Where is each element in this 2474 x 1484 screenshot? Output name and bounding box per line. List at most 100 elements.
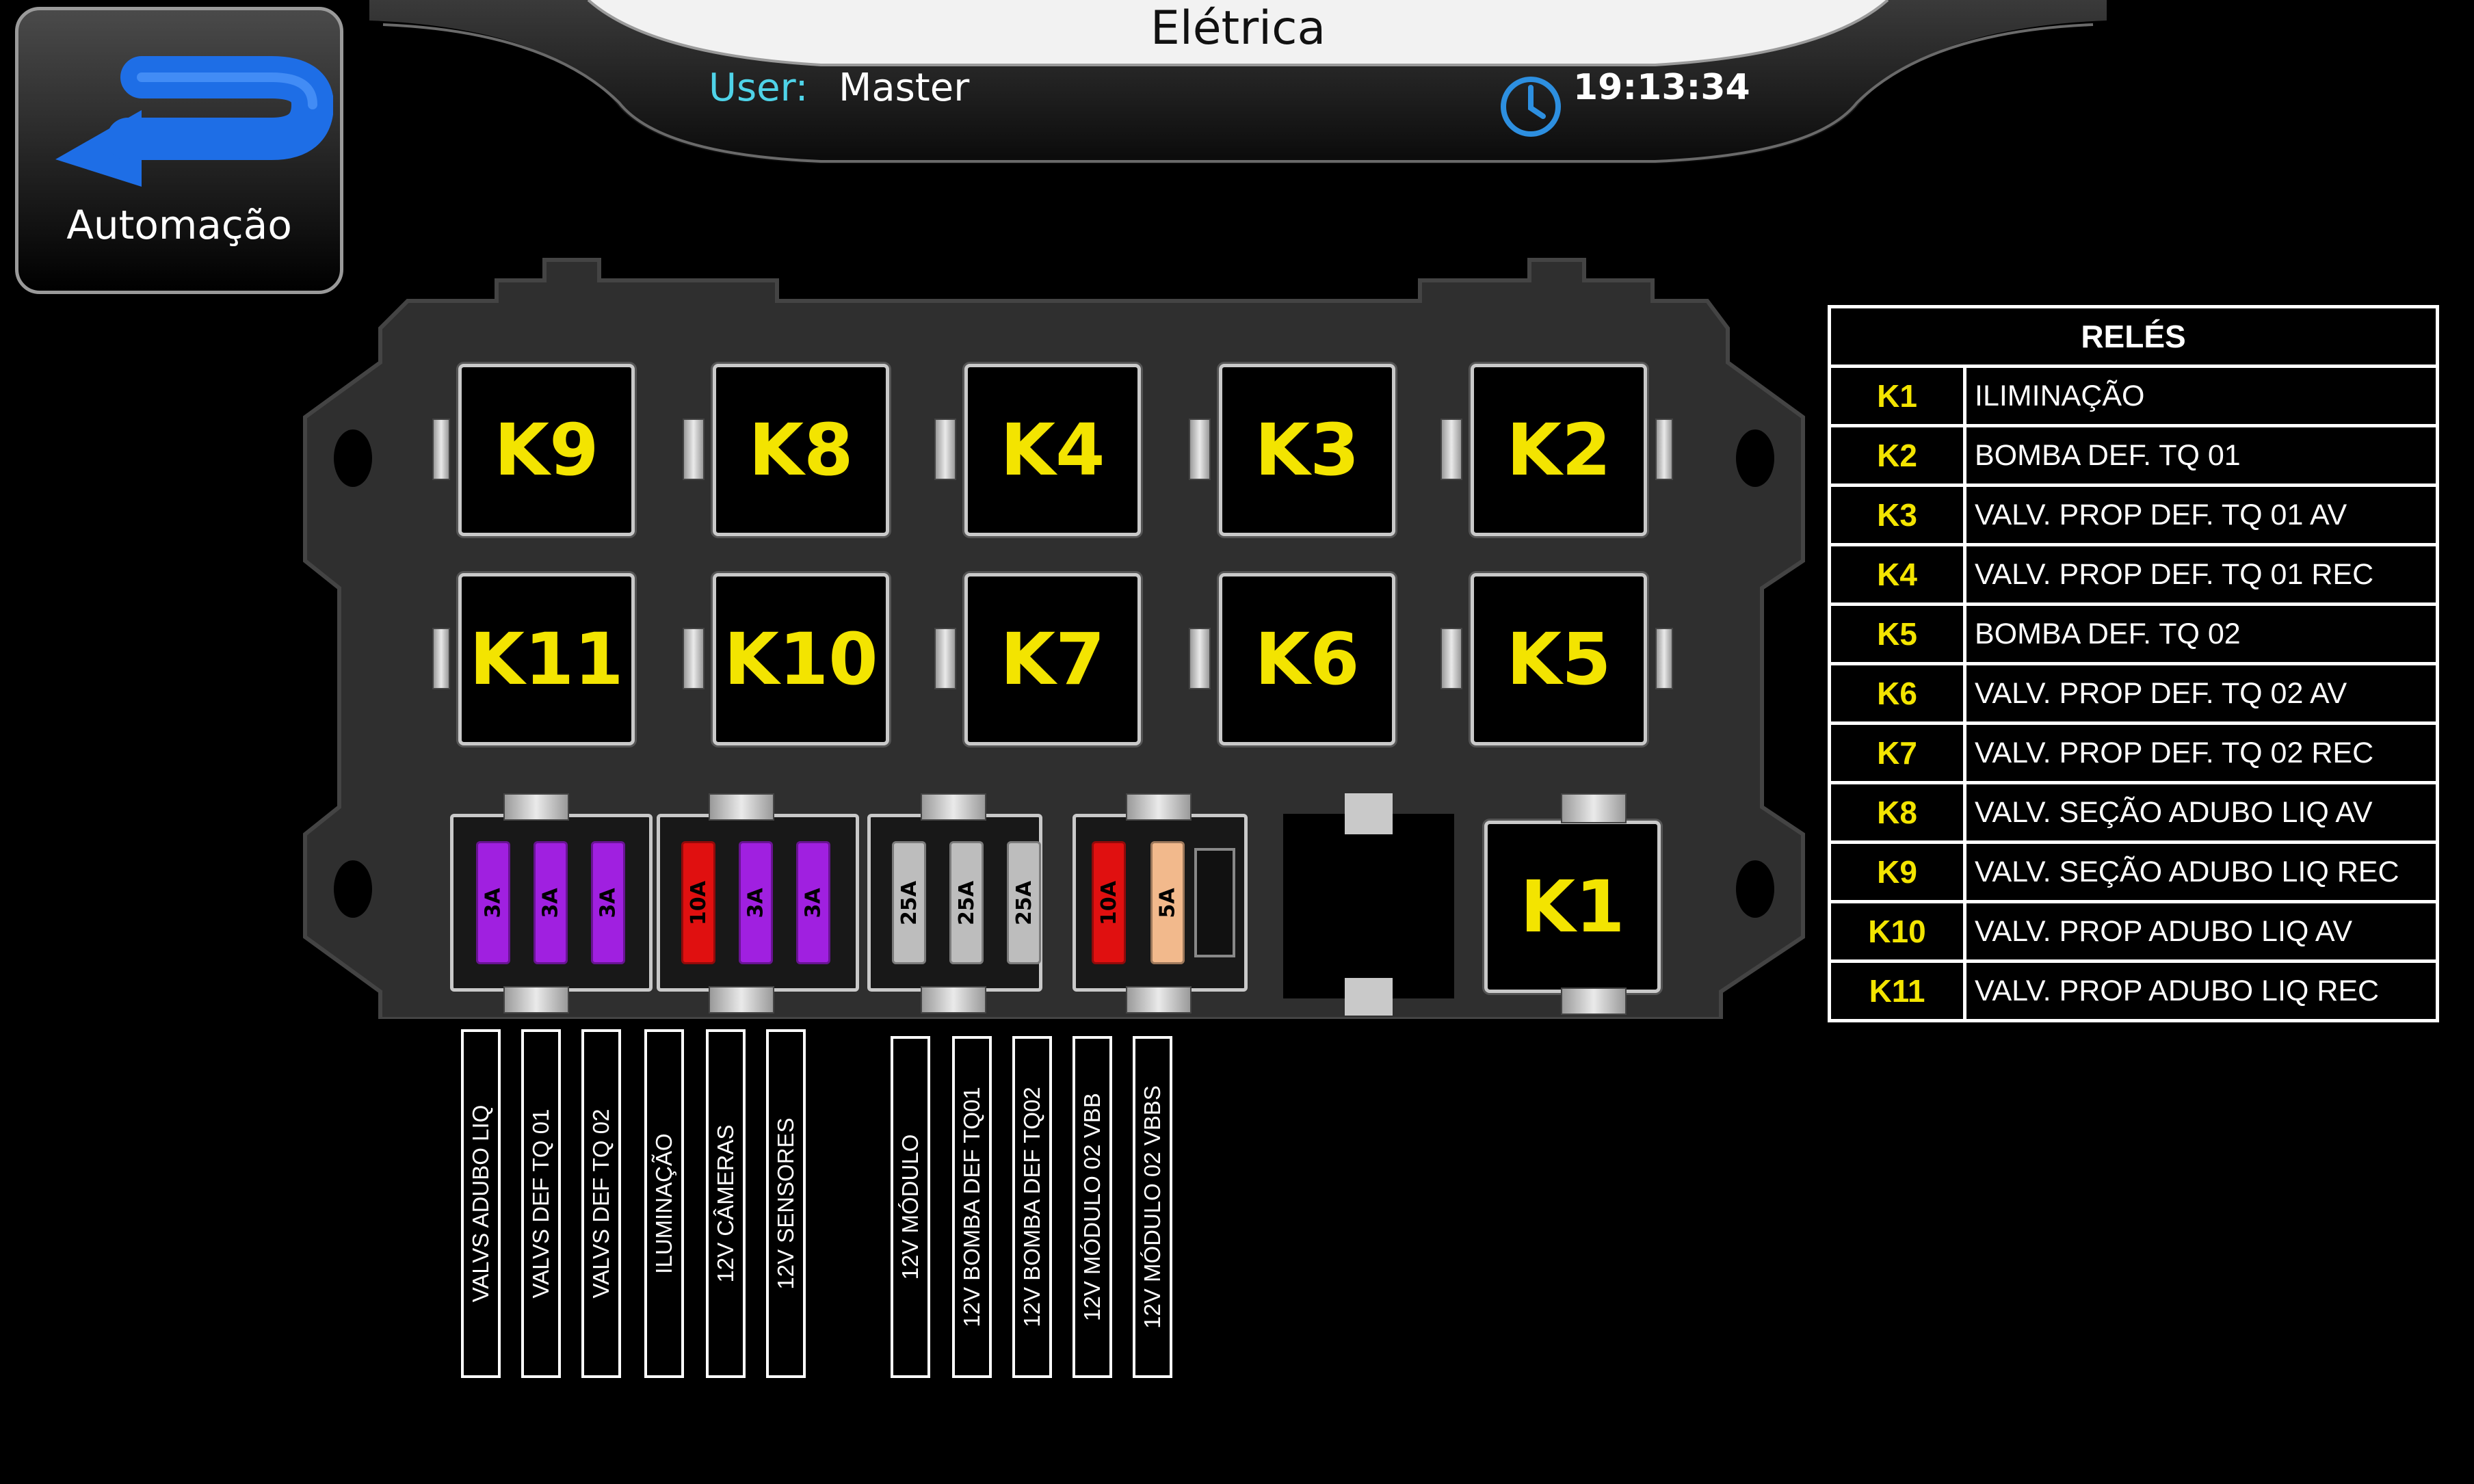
relay-description: VALV. PROP DEF. TQ 02 AV: [1963, 662, 2439, 725]
relay-clip: [1440, 419, 1462, 480]
circuit-label: 12V MÓDULO 02 VBB: [1072, 1036, 1112, 1378]
relay-k11[interactable]: K11: [458, 573, 635, 745]
fuse-block-clip: [709, 986, 774, 1013]
relay-code: K7: [1828, 721, 1966, 784]
relay-clip: [1561, 793, 1627, 823]
relay-k10[interactable]: K10: [713, 573, 889, 745]
relay-k4[interactable]: K4: [964, 364, 1141, 536]
relay-description: VALV. PROP ADUBO LIQ AV: [1963, 900, 2439, 963]
user-name: Master: [839, 66, 970, 110]
relay-k1[interactable]: K1: [1484, 821, 1661, 993]
relay-description: VALV. SEÇÃO ADUBO LIQ REC: [1963, 840, 2439, 903]
circuit-label: VALVS DEF TQ 01: [521, 1029, 561, 1378]
fuse-3a[interactable]: 3A: [476, 841, 510, 964]
circuit-label: VALVS ADUBO LIQ: [461, 1029, 501, 1378]
relay-code: K2: [1828, 424, 1966, 487]
user-label: User:: [709, 66, 808, 110]
back-button[interactable]: Automação: [15, 7, 343, 294]
relay-k5[interactable]: K5: [1471, 573, 1647, 745]
fuse-5a[interactable]: 5A: [1150, 841, 1185, 964]
clock-icon: [1501, 77, 1561, 137]
fuse-3a[interactable]: 3A: [739, 841, 773, 964]
circuit-label: 12V BOMBA DEF TQ02: [1012, 1036, 1052, 1378]
relay-k7[interactable]: K7: [964, 573, 1141, 745]
fuse-10a[interactable]: 10A: [681, 841, 715, 964]
relay-clip: [1561, 988, 1627, 1015]
relay-code: K1: [1828, 365, 1966, 427]
circuit-label: ILUMINAÇÃO: [644, 1029, 684, 1378]
relay-clip: [934, 628, 956, 689]
back-button-label: Automação: [66, 202, 292, 248]
fuse-25a[interactable]: 25A: [892, 841, 926, 964]
fuse-block-clip: [503, 986, 569, 1013]
relay-clip: [1655, 419, 1673, 480]
relay-code: K3: [1828, 483, 1966, 546]
relay-description: BOMBA DEF. TQ 02: [1963, 602, 2439, 665]
fuse-block-clip: [1126, 986, 1192, 1013]
relay-clip: [1440, 628, 1462, 689]
fuse-block-clip: [921, 986, 986, 1013]
page-title: Elétrica: [1150, 1, 1326, 55]
fuse-3a[interactable]: 3A: [796, 841, 830, 964]
relay-clip: [934, 419, 956, 480]
fuse-25a[interactable]: 25A: [949, 841, 984, 964]
relay-k8[interactable]: K8: [713, 364, 889, 536]
header-bar: [0, 0, 2474, 205]
relay-clip: [683, 628, 705, 689]
fuse-block-clip: [921, 793, 986, 821]
relay-code: K10: [1828, 900, 1966, 963]
back-arrow-icon: [55, 56, 333, 187]
circuit-label: 12V SENSORES: [766, 1029, 806, 1378]
circuit-label: 12V CÂMERAS: [706, 1029, 746, 1378]
fuse-3a[interactable]: 3A: [591, 841, 625, 964]
relay-code: K5: [1828, 602, 1966, 665]
fuse-3a[interactable]: 3A: [534, 841, 568, 964]
relay-description: VALV. PROP DEF. TQ 01 REC: [1963, 543, 2439, 606]
relay-clip: [432, 419, 450, 480]
relay-code: K8: [1828, 781, 1966, 844]
circuit-label: VALVS DEF TQ 02: [581, 1029, 621, 1378]
relay-k6[interactable]: K6: [1219, 573, 1395, 745]
relay-k3[interactable]: K3: [1219, 364, 1395, 536]
header-arc: [369, 0, 2107, 164]
relay-table-header: RELÉS: [1828, 305, 2439, 368]
circuit-label: 12V MÓDULO: [891, 1036, 930, 1378]
relay-clip: [1655, 628, 1673, 689]
relay-description: BOMBA DEF. TQ 01: [1963, 424, 2439, 487]
relay-description: ILIMINAÇÃO: [1963, 365, 2439, 427]
clock-time: 19:13:34: [1573, 67, 1750, 108]
fuse-block-clip: [709, 793, 774, 821]
relay-description: VALV. PROP ADUBO LIQ REC: [1963, 959, 2439, 1022]
relay-clip: [1189, 628, 1211, 689]
relay-description: VALV. SEÇÃO ADUBO LIQ AV: [1963, 781, 2439, 844]
relay-code: K4: [1828, 543, 1966, 606]
relay-code: K11: [1828, 959, 1966, 1022]
relay-clip: [432, 628, 450, 689]
relay-table-title: RELÉS: [1828, 305, 2439, 368]
relay-clip: [1189, 419, 1211, 480]
relay-description: VALV. PROP DEF. TQ 02 REC: [1963, 721, 2439, 784]
relay-code: K6: [1828, 662, 1966, 725]
relay-k9[interactable]: K9: [458, 364, 635, 536]
fuse-block-clip: [1126, 793, 1192, 821]
circuit-label: 12V BOMBA DEF TQ01: [952, 1036, 992, 1378]
relay-description: VALV. PROP DEF. TQ 01 AV: [1963, 483, 2439, 546]
circuit-label: 12V MÓDULO 02 VBBS: [1133, 1036, 1172, 1378]
relay-k2[interactable]: K2: [1471, 364, 1647, 536]
empty-fuse-slot: [1194, 848, 1235, 957]
fuse-25a[interactable]: 25A: [1007, 841, 1041, 964]
fuse-10a[interactable]: 10A: [1092, 841, 1126, 964]
